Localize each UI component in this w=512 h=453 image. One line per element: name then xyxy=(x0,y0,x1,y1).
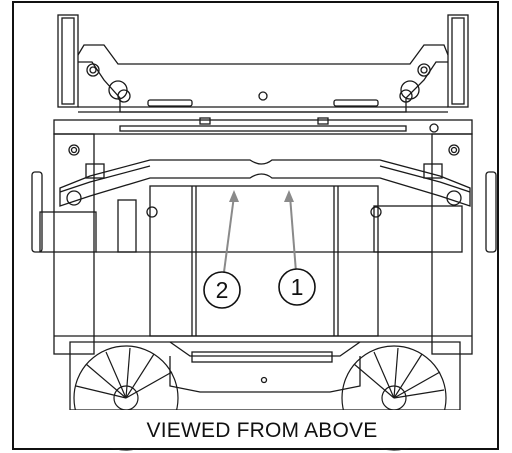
outer-border xyxy=(12,1,499,450)
bolt-top-right-inner xyxy=(420,66,428,74)
left-fan-wheel xyxy=(73,345,179,451)
right-side-frame xyxy=(431,133,473,355)
housing-center xyxy=(169,356,361,393)
bolt-mid-right xyxy=(370,206,382,218)
cross-plate xyxy=(53,119,473,135)
callout-2-circle xyxy=(203,271,241,309)
warning-tag-right xyxy=(423,163,443,179)
bolt-right-1 xyxy=(448,144,460,156)
tube-end-right xyxy=(446,190,462,206)
callout-2: 2 xyxy=(203,271,241,309)
left-upright xyxy=(57,14,79,108)
top-bracket xyxy=(77,44,449,65)
right-fan-blade-4 xyxy=(393,353,423,399)
clip-left xyxy=(199,117,211,125)
hole-left xyxy=(117,89,131,103)
housing-slot xyxy=(191,351,333,363)
left-fan-blade-2 xyxy=(105,351,127,399)
right-fan-blade-3 xyxy=(393,347,399,399)
ring-left xyxy=(108,80,128,100)
bolt-right-1-inner xyxy=(450,146,458,154)
housing-lip xyxy=(169,341,361,357)
right-fan-blade-2 xyxy=(373,351,395,399)
bolt-plate-right xyxy=(429,123,439,133)
callout-1: 1 xyxy=(278,268,316,306)
leader-1 xyxy=(289,195,297,273)
right-fan-outer xyxy=(341,345,447,451)
tube-highlight-right xyxy=(379,165,471,193)
callout-leaders xyxy=(223,190,297,273)
left-fan-blade-3 xyxy=(125,347,131,399)
bolt-left-1 xyxy=(68,144,80,156)
right-side-wheel xyxy=(485,171,497,253)
right-upright xyxy=(447,14,469,108)
leader-2 xyxy=(223,195,235,273)
ring-right xyxy=(400,80,420,100)
callout-1-circle xyxy=(278,268,316,306)
left-fan-blade-6 xyxy=(75,385,127,399)
warning-tag-left xyxy=(85,163,105,179)
right-upright-inner xyxy=(451,17,465,105)
callout-2-label: 2 xyxy=(216,277,229,303)
clip-right xyxy=(317,117,329,125)
left-bracket-box xyxy=(39,211,97,253)
right-fan-blade-1 xyxy=(353,363,395,399)
handle-tube xyxy=(59,159,471,207)
right-fan-blade-5 xyxy=(393,371,441,399)
hole-right xyxy=(399,89,413,103)
right-fan-wheel xyxy=(341,345,447,451)
housing-screw xyxy=(260,376,268,384)
slot-right xyxy=(333,99,379,107)
view-caption: VIEWED FROM ABOVE xyxy=(147,419,378,442)
center-hole xyxy=(258,91,268,101)
leader-1-arrowhead xyxy=(284,190,294,202)
left-side-frame xyxy=(53,133,95,355)
left-fan-blade-4 xyxy=(125,353,155,399)
cross-plate-rail xyxy=(119,125,407,132)
bolt-mid-left xyxy=(146,206,158,218)
caption-band xyxy=(14,410,497,448)
bolt-top-left xyxy=(86,63,100,77)
bolt-left-1-inner xyxy=(70,146,78,154)
tube-end-left xyxy=(66,190,82,206)
slot-left xyxy=(147,99,193,107)
right-fan-blade-6 xyxy=(393,389,445,399)
left-upright-inner xyxy=(61,17,75,105)
tube-highlight-left xyxy=(59,165,151,193)
callout-1-label: 1 xyxy=(291,274,304,300)
bolt-top-right xyxy=(417,63,431,77)
deck-center xyxy=(149,185,379,337)
left-fan-outer xyxy=(73,345,179,451)
bolt-top-left-inner xyxy=(89,66,97,74)
left-fan-blade-5 xyxy=(125,371,173,399)
left-fan-blade-1 xyxy=(85,363,127,399)
leader-2-arrowhead xyxy=(229,190,239,202)
